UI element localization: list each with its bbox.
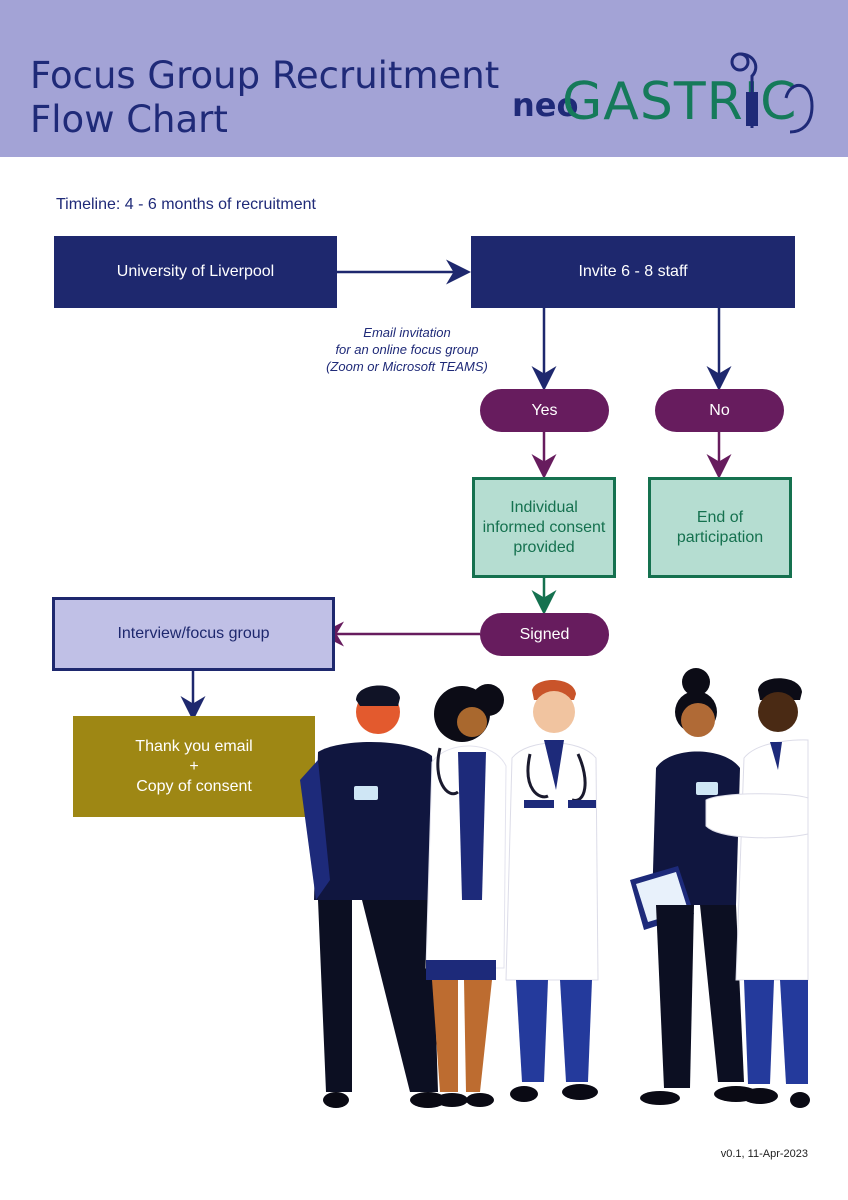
node-interview: Interview/focus group <box>52 597 335 671</box>
email-invitation-note: Email invitation for an online focus gro… <box>300 324 514 375</box>
node-thank-you-line3: Copy of consent <box>136 777 252 795</box>
node-invite: Invite 6 - 8 staff <box>471 236 795 308</box>
version-label: v0.1, 11-Apr-2023 <box>720 1148 808 1160</box>
node-yes-label: Yes <box>531 401 558 419</box>
node-university-label: University of Liverpool <box>116 263 275 280</box>
node-end-label: End of participation <box>676 508 764 546</box>
node-thank-you: Thank you email + Copy of consent <box>73 716 315 817</box>
logo-syringe-icon <box>730 52 814 134</box>
node-no: No <box>655 389 784 432</box>
node-thank-you-line1: Thank you email <box>135 737 253 755</box>
node-signed-label: Signed <box>519 625 570 643</box>
staff-figure-3 <box>505 679 599 1102</box>
node-thank-you-line2: + <box>189 757 199 775</box>
email-note-line3: (Zoom or Microsoft TEAMS) <box>326 359 488 374</box>
node-university: University of Liverpool <box>54 236 337 308</box>
header-banner: Focus Group Recruitment Flow Chart neo G… <box>0 0 848 157</box>
email-note-line2: for an online focus group <box>335 342 479 357</box>
node-no-label: No <box>709 401 730 419</box>
staff-figure-2 <box>425 684 507 1107</box>
node-invite-label: Invite 6 - 8 staff <box>578 263 688 280</box>
node-interview-label: Interview/focus group <box>117 625 270 642</box>
email-note-line1: Email invitation <box>363 325 451 340</box>
node-end: End of participation <box>648 477 792 578</box>
staff-figure-5 <box>705 678 810 1108</box>
timeline-label: Timeline: 4 - 6 months of recruitment <box>56 196 316 213</box>
staff-figure-1 <box>300 685 446 1108</box>
node-consent: Individual informed consent provided <box>472 477 616 578</box>
logo-prefix: neo <box>512 86 579 124</box>
node-signed: Signed <box>480 613 609 656</box>
node-consent-label: Individual informed consent provided <box>482 498 606 556</box>
staff-figure-4 <box>630 668 758 1105</box>
node-yes: Yes <box>480 389 609 432</box>
page-title: Focus Group Recruitment Flow Chart <box>30 54 500 141</box>
